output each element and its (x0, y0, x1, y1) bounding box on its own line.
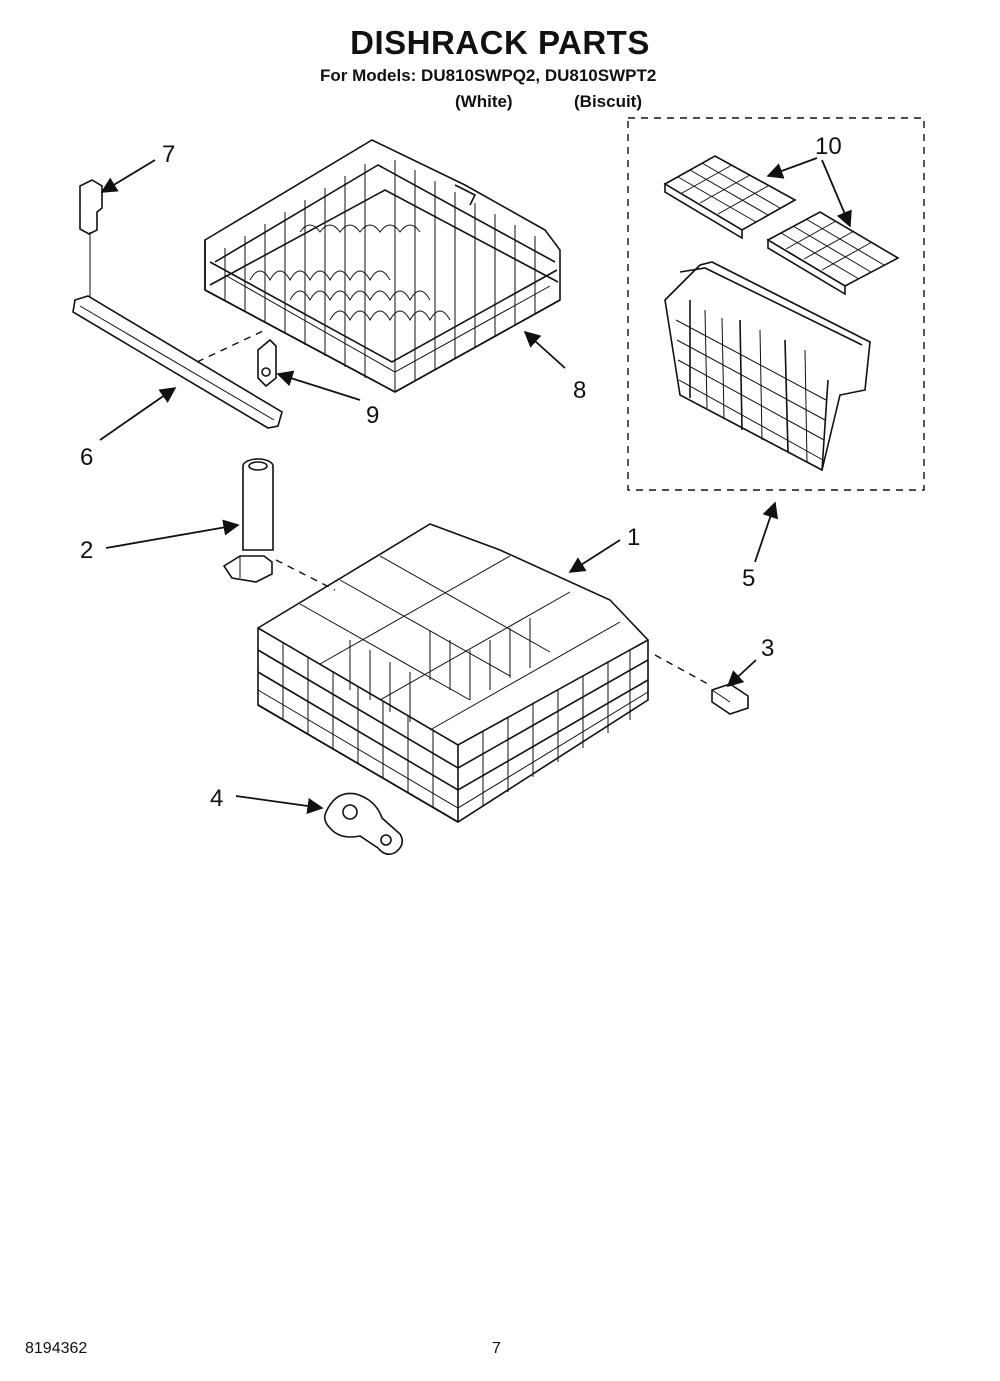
callout-7: 7 (162, 141, 175, 168)
basket-cover-left (663, 155, 797, 240)
rack-roller (654, 654, 749, 715)
variant-white: (White) (455, 92, 513, 111)
callout-9: 9 (366, 402, 379, 429)
callout-2: 2 (80, 537, 93, 564)
leader-lines (99, 157, 852, 815)
page-title: DISHRACK PARTS (350, 24, 650, 61)
callout-labels: 1 2 3 4 5 6 7 8 9 10 (80, 133, 842, 812)
rack-wheel-assembly (323, 792, 404, 856)
rack-slide-rail (72, 295, 283, 429)
spray-tower (222, 458, 336, 591)
rack-stop (257, 338, 277, 388)
callout-4: 4 (210, 785, 223, 812)
page-number: 7 (492, 1340, 501, 1357)
lower-dishrack (257, 523, 649, 823)
callout-10: 10 (815, 133, 842, 160)
callout-1: 1 (627, 524, 640, 551)
callout-8: 8 (573, 377, 586, 404)
document-number: 8194362 (25, 1340, 88, 1357)
silverware-basket (664, 261, 871, 472)
upper-dishrack (204, 139, 561, 393)
callout-3: 3 (761, 635, 774, 662)
basket-cover-right (766, 211, 900, 296)
callout-5: 5 (742, 565, 755, 592)
variant-biscuit: (Biscuit) (574, 92, 642, 111)
rail-end-clip (79, 179, 103, 298)
basket-assembly-box (627, 117, 925, 491)
callout-6: 6 (80, 444, 93, 471)
models-line: For Models: DU810SWPQ2, DU810SWPT2 (320, 66, 657, 85)
